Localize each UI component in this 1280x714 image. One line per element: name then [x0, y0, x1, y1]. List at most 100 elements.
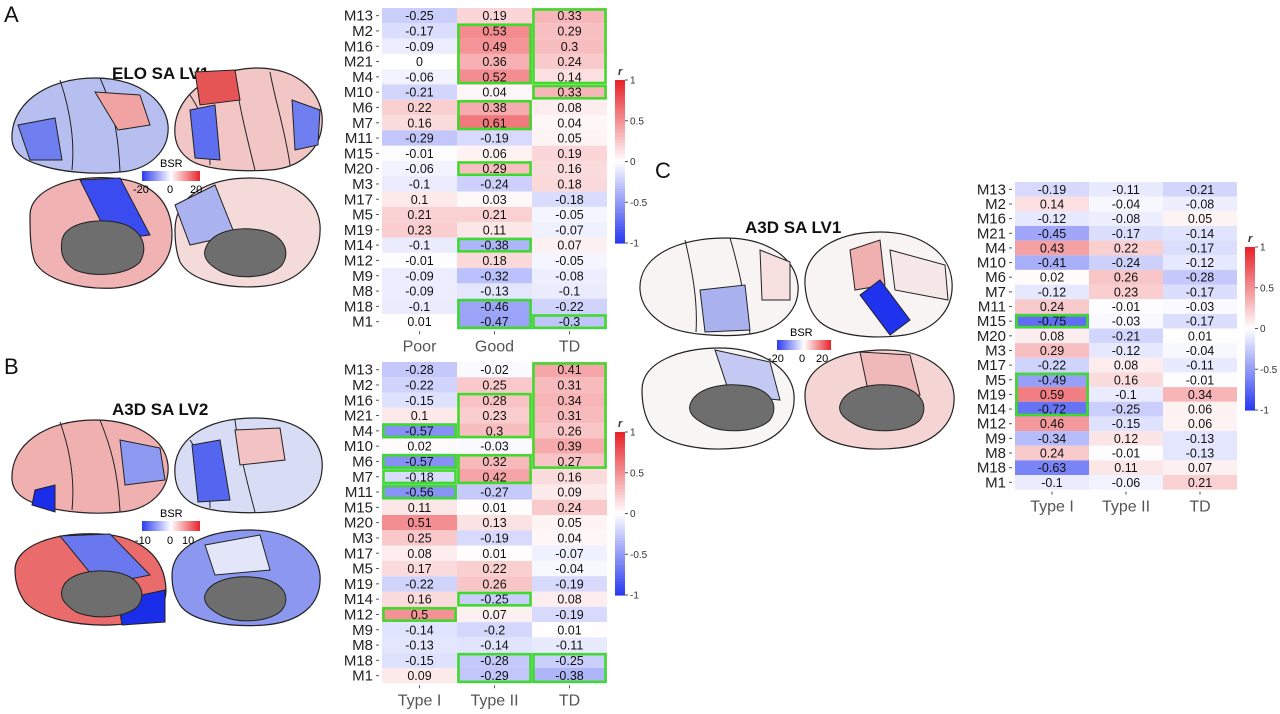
cell-value-label: 0.08 [557, 101, 581, 115]
row-label: M20 [977, 328, 1006, 345]
heatmap-cell [1163, 357, 1237, 373]
heatmap-cell [1015, 328, 1089, 344]
colorbar-segment [615, 581, 625, 585]
bsr-tick-c-max: 20 [816, 353, 828, 365]
colorbar-segment [1245, 350, 1255, 354]
cell-value-label: 0.11 [1114, 461, 1137, 475]
colorbar-segment [615, 589, 625, 593]
row-label: M21 [344, 408, 373, 425]
cell-value-label: -0.72 [1038, 403, 1067, 417]
colorbar-tick-label: 0.5 [1260, 283, 1274, 294]
heatmap-cell [1163, 299, 1237, 314]
colorbar-segment [615, 164, 625, 168]
heatmap-cell [532, 161, 607, 177]
colorbar-segment [1245, 352, 1255, 357]
colorbar-segment [615, 470, 625, 474]
row-label: M4 [985, 240, 1006, 257]
highlight-box [532, 314, 607, 330]
cell-value-label: 0.01 [482, 501, 506, 515]
heatmap-cell [1163, 182, 1237, 197]
heatmap-cell [1163, 475, 1237, 490]
heatmap-cell [1163, 460, 1237, 475]
heatmap-cell [532, 591, 607, 607]
cell-value-label: -0.09 [405, 269, 434, 283]
row-label: M8 [352, 283, 373, 300]
cell-value-label: 0.52 [482, 70, 506, 84]
colorbar-segment [615, 513, 625, 517]
colorbar-segment [1245, 333, 1255, 338]
heatmap-cell [1163, 255, 1237, 270]
heatmap-cell [532, 206, 607, 223]
heatmap-cell [1163, 416, 1237, 432]
colorbar-segment [615, 112, 625, 116]
cell-value-label: -0.1 [1041, 476, 1063, 490]
cell-value-label: -0.01 [405, 147, 434, 161]
cell-value-label: -0.01 [1112, 447, 1141, 461]
cell-value-label: 0.22 [407, 101, 431, 115]
cell-value-label: -0.19 [480, 132, 509, 146]
cell-value-label: 0.11 [408, 501, 431, 515]
heatmap-cell [1163, 284, 1237, 300]
cell-value-label: 0.16 [557, 162, 581, 176]
heatmap-cell [532, 23, 607, 39]
heatmap-cell [457, 84, 532, 100]
heatmap-cell [457, 176, 532, 192]
colorbar-segment [615, 109, 625, 114]
heatmap-cell [1163, 445, 1237, 461]
cell-value-label: -0.1 [409, 239, 431, 253]
cell-value-label: -0.28 [480, 654, 509, 668]
heatmap-cell [457, 38, 532, 54]
column-label: Poor [403, 338, 437, 355]
row-label: M20 [344, 161, 373, 178]
cell-value-label: 0.06 [1188, 403, 1212, 417]
colorbar-segment [1245, 396, 1255, 400]
heatmap-cell [457, 252, 532, 269]
heatmap-cell [532, 392, 607, 408]
heatmap-cell [1163, 372, 1237, 388]
colorbar-segment [615, 118, 625, 122]
heatmap-cell [382, 622, 457, 638]
colorbar-segment [1245, 390, 1255, 395]
cell-value-label: -0.57 [405, 455, 434, 469]
highlight-box [382, 423, 457, 439]
cell-value-label: -0.07 [555, 547, 584, 561]
column-label: Type I [398, 692, 442, 709]
column-label: Good [475, 338, 514, 355]
heatmap-cell [532, 298, 607, 314]
cell-value-label: -0.25 [555, 654, 584, 668]
colorbar-segment [615, 505, 625, 509]
colorbar-segment [615, 489, 625, 493]
cell-value-label: 0.16 [557, 470, 581, 484]
cell-value-label: 0.08 [1114, 359, 1138, 373]
cell-value-label: 0.29 [1040, 344, 1064, 358]
heatmap-cell [382, 453, 457, 470]
colorbar-segment [1245, 336, 1255, 340]
colorbar-segment [1245, 323, 1255, 327]
colorbar-segment [1245, 382, 1255, 387]
colorbar-segment [615, 472, 625, 477]
heatmap-cell [1089, 328, 1163, 344]
cell-value-label: 0.27 [557, 455, 581, 469]
heatmap-cell [532, 377, 607, 393]
cell-value-label: 0.29 [557, 24, 581, 38]
heatmap-cell [457, 407, 532, 424]
colorbar-segment [615, 567, 625, 572]
heatmap-cell [382, 145, 457, 161]
colorbar-a: r10.50-0.5-1 [615, 66, 648, 250]
cell-value-label: 0.24 [557, 55, 581, 69]
colorbar-segment [615, 172, 625, 176]
heatmap-cell [457, 314, 532, 330]
highlight-box [532, 8, 607, 85]
heatmap-cell [457, 453, 532, 470]
heatmap-cell [1163, 211, 1237, 226]
colorbar-c: r10.50-0.5-1 [1245, 233, 1278, 417]
row-label: M5 [985, 372, 1006, 389]
colorbar-segment [1245, 252, 1255, 256]
cell-value-label: 0.31 [557, 378, 581, 392]
heatmap-cell [1163, 401, 1237, 417]
colorbar-segment [615, 99, 625, 103]
colorbar-segment [615, 150, 625, 154]
colorbar-segment [1245, 282, 1255, 286]
